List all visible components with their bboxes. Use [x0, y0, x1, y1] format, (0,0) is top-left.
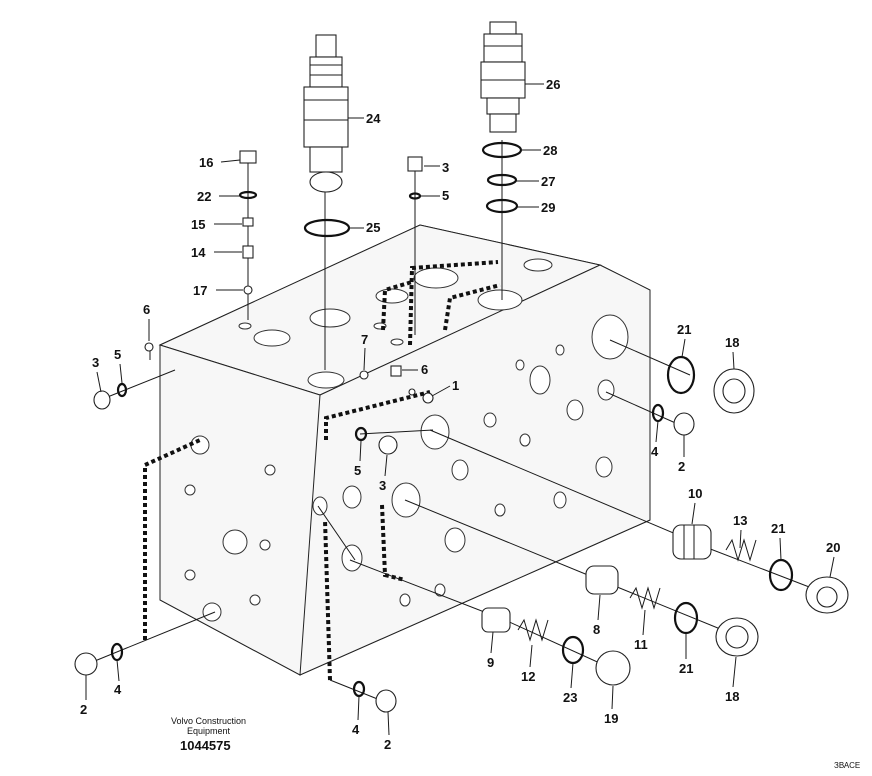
callout-22: 22: [197, 189, 211, 204]
callout-2: 2: [678, 459, 685, 474]
publisher-line2: Equipment: [187, 726, 231, 736]
o-ring-25: [303, 218, 351, 238]
callout-5: 5: [354, 463, 361, 478]
small-plugs: [144, 342, 434, 404]
callout-4: 4: [114, 682, 122, 697]
o-ring-29: [485, 198, 519, 214]
figure-number: 1044575: [180, 738, 231, 753]
callout-11: 11: [634, 637, 648, 652]
callout-7: 7: [361, 332, 368, 347]
callout-19: 19: [604, 711, 618, 726]
callout-28: 28: [543, 143, 557, 158]
leader-lines: [84, 140, 831, 701]
plug-18-upper: [666, 355, 755, 414]
callout-3: 3: [92, 355, 99, 370]
callout-27: 27: [541, 174, 555, 189]
valve-block-housing: [158, 224, 651, 676]
callout-6: 6: [421, 362, 428, 377]
spool-assembly-upper: [672, 524, 849, 614]
callout-29: 29: [541, 200, 555, 215]
plug-stack-left: [238, 150, 258, 295]
callout-2: 2: [80, 702, 87, 717]
relief-valve-24: [303, 34, 349, 193]
callout-18: 18: [725, 335, 739, 350]
callout-13: 13: [733, 513, 747, 528]
callout-1: 1: [452, 378, 459, 393]
callout-23: 23: [563, 690, 577, 705]
callout-18: 18: [725, 689, 739, 704]
callout-4: 4: [352, 722, 360, 737]
callout-2: 2: [384, 737, 391, 752]
callout-16: 16: [199, 155, 213, 170]
callout-6: 6: [143, 302, 150, 317]
callout-21: 21: [771, 521, 785, 536]
callout-5: 5: [442, 188, 449, 203]
publisher-block: Volvo Construction Equipment 1044575: [171, 716, 246, 753]
plug-left-upper: [93, 382, 128, 410]
hidden-passage-lines: [143, 260, 501, 681]
callout-14: 14: [191, 245, 206, 260]
spool-assembly-lower: [481, 607, 631, 686]
publisher-line1: Volvo Construction: [171, 716, 246, 726]
callout-26: 26: [546, 77, 560, 92]
plug-mid: [354, 426, 398, 455]
plug-right: [651, 403, 695, 436]
callout-5: 5: [114, 347, 121, 362]
callout-20: 20: [826, 540, 840, 555]
callout-12: 12: [521, 669, 535, 684]
callout-24: 24: [366, 111, 381, 126]
callout-15: 15: [191, 217, 205, 232]
callout-4: 4: [651, 444, 659, 459]
callout-21: 21: [677, 322, 691, 337]
callout-10: 10: [688, 486, 702, 501]
callout-17: 17: [193, 283, 207, 298]
callout-3: 3: [442, 160, 449, 175]
callout-labels: 1 2 2 2 3 3 3 4 4 4 5 5 5 6 6 7 8 9: [80, 77, 840, 752]
spool-assembly-middle: [585, 565, 759, 657]
callout-8: 8: [593, 622, 600, 637]
callout-25: 25: [366, 220, 380, 235]
watermark: ЗВАСЕ: [834, 761, 860, 770]
relief-valve-26: [480, 21, 526, 133]
backup-ring-27: [486, 173, 518, 187]
plug-lower-center: [352, 680, 397, 713]
callout-3: 3: [379, 478, 386, 493]
callout-9: 9: [487, 655, 494, 670]
callout-21: 21: [679, 661, 693, 676]
